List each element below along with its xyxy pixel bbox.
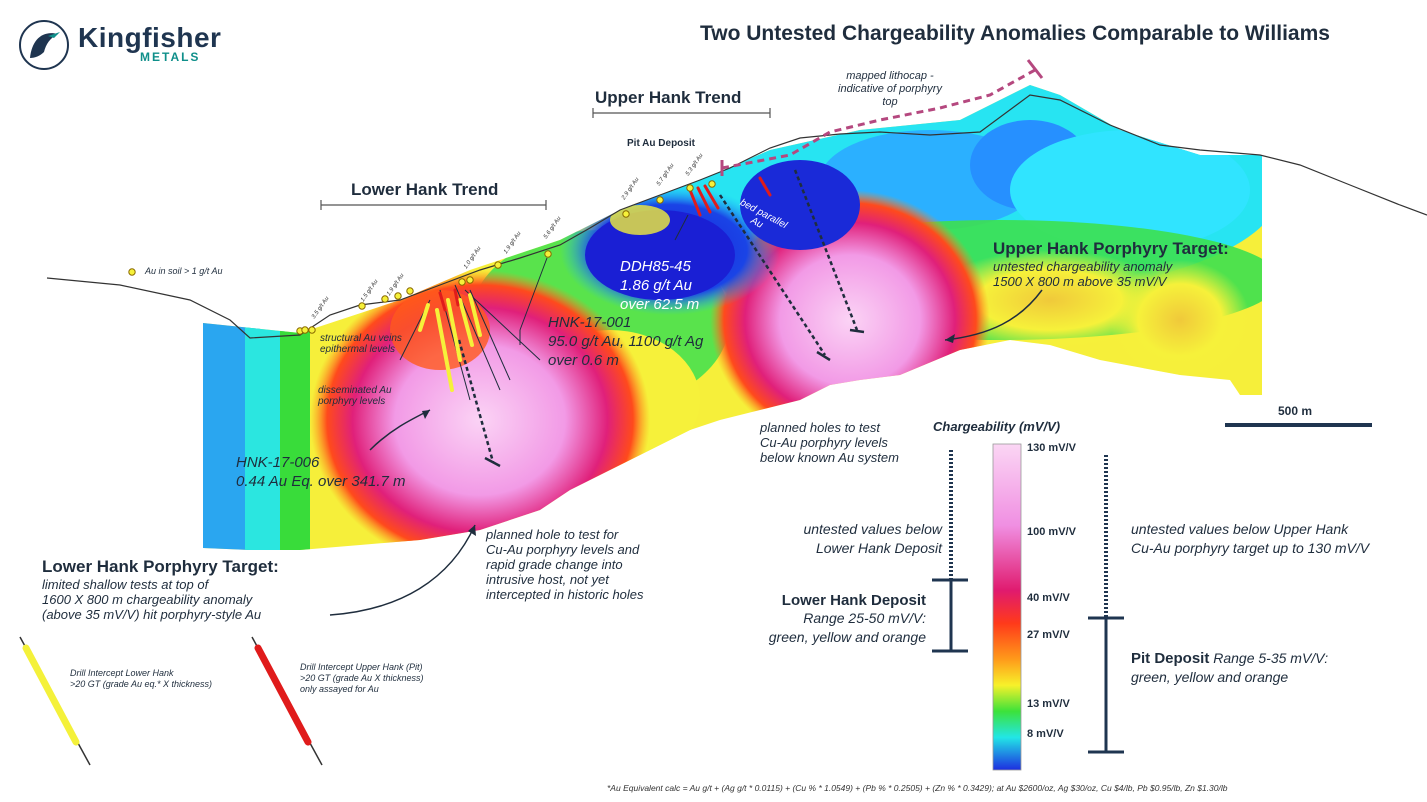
footnote: *Au Equivalent calc = Au g/t + (Ag g/t *…	[607, 783, 1228, 793]
legend-tick: 100 mV/V	[1027, 526, 1076, 538]
lower-hank-target: Lower Hank Porphyry Target: limited shal…	[42, 557, 279, 622]
legend-title: Chargeability (mV/V)	[933, 419, 1061, 434]
planned-upper-note: planned holes to test Cu-Au porphyry lev…	[760, 420, 899, 465]
lower-target-arrow	[329, 524, 476, 616]
upper-hank-trend-label: Upper Hank Trend	[595, 88, 742, 107]
logo-wordmark: Kingfisher	[78, 22, 222, 53]
lithocap-note: mapped lithocap - indicative of porphyry…	[838, 70, 942, 108]
planned-lower-note: planned hole to test for Cu-Au porphyry …	[486, 527, 644, 602]
lower-hank-deposit: Lower Hank Deposit Range 25-50 mV/V: gre…	[768, 592, 926, 645]
kingfisher-logo-icon	[19, 20, 69, 70]
untested-lower-note: untested values below Lower Hank Deposit	[803, 521, 942, 556]
legend-tick: 8 mV/V	[1027, 728, 1064, 740]
structural-veins-note: structural Au veins epithermal levels	[320, 333, 402, 355]
topography-line	[46, 94, 1427, 339]
legend-color-bar	[992, 443, 1022, 771]
ddh85-45-label: DDH85-45 1.86 g/t Au over 62.5 m	[620, 258, 700, 313]
logo-subtitle: METALS	[140, 50, 201, 64]
legend-tick: 40 mV/V	[1027, 592, 1070, 604]
disseminated-note: disseminated Au porphyry levels	[318, 385, 392, 407]
lithocap-line	[721, 68, 1036, 170]
pit-deposit-label: Pit Au Deposit	[627, 138, 695, 149]
drill-lower-legend: Drill Intercept Lower Hank >20 GT (grade…	[70, 668, 212, 689]
hnk-17-001-label: HNK-17-001 95.0 g/t Au, 1100 g/t Ag over…	[548, 314, 704, 369]
drill-upper-legend: Drill Intercept Upper Hank (Pit) >20 GT …	[300, 662, 424, 694]
lower-hank-trend-label: Lower Hank Trend	[351, 180, 499, 199]
legend-tick: 13 mV/V	[1027, 698, 1070, 710]
legend-tick: 27 mV/V	[1027, 629, 1070, 641]
hnk-17-006-label: HNK-17-006 0.44 Au Eq. over 341.7 m	[236, 454, 406, 490]
pit-deposit: Pit Deposit Range 5-35 mV/V: green, yell…	[1131, 650, 1329, 685]
soil-legend-text: Au in soil > 1 g/t Au	[145, 266, 223, 276]
upper-target-arrow	[944, 289, 1043, 341]
page-title: Two Untested Chargeability Anomalies Com…	[700, 22, 1330, 45]
legend-tick: 130 mV/V	[1027, 442, 1076, 454]
untested-upper-note: untested values below Upper Hank Cu-Au p…	[1131, 521, 1370, 556]
scale-label: 500 m	[1278, 404, 1313, 418]
upper-hank-target: Upper Hank Porphyry Target: untested cha…	[993, 239, 1229, 289]
